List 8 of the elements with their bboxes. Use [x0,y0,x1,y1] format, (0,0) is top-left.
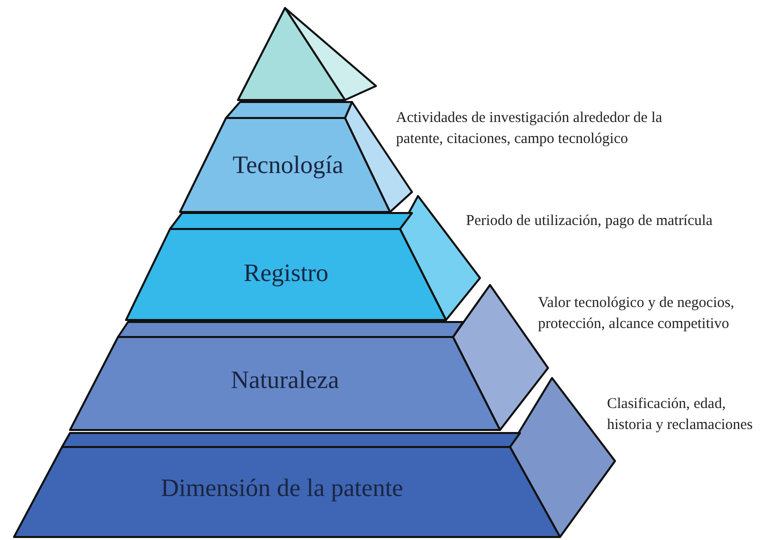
description-text: Periodo de utilización, pago de matrícula [466,212,714,231]
description-text: Valor tecnológico y de negocios, protección, alcance competitivo [538,294,736,334]
tier-label: Naturaleza [230,367,340,395]
description-text: Clasificación, edad, historia y reclamaciones [607,395,754,435]
tier-label: Registro [244,260,328,288]
description-text: Actividades de investigación alrededor de la patente, citaciones, campo tecnológico [396,109,664,149]
tier-label: Dimensión de la patente [160,475,404,503]
tier-label: Tecnología [232,152,344,180]
